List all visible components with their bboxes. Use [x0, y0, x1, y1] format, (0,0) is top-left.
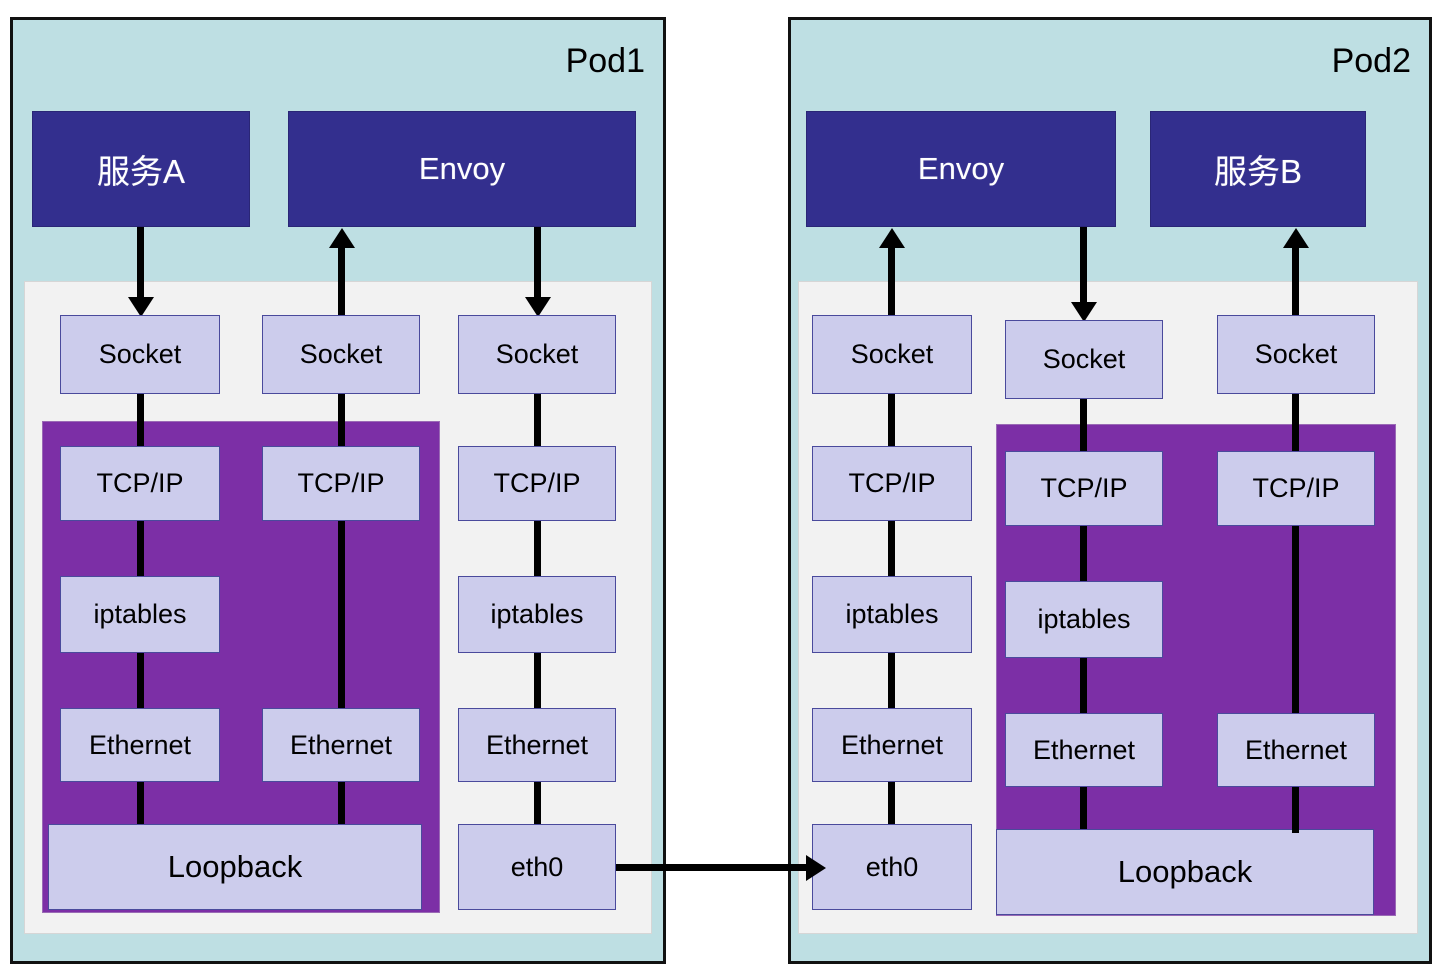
pod-2-title: Pod2	[1331, 42, 1411, 80]
p2c2-tcpip-box[interactable]: TCP/IP	[1005, 451, 1163, 526]
p2c3-tcpip-box[interactable]: TCP/IP	[1217, 451, 1375, 526]
arrow-socket-to-envoy-1-in-icon	[329, 228, 355, 248]
connector-p1c1-iptables-ethernet	[137, 652, 144, 709]
connector-p1c3-iptables-ethernet	[534, 652, 541, 709]
p2c2-iptables-box[interactable]: iptables	[1005, 581, 1163, 658]
arrow-envoy-1-out-to-socket-icon	[525, 297, 551, 317]
p1c2-tcpip-box[interactable]: TCP/IP	[262, 446, 420, 521]
connector-p2c3-ethernet-loopback	[1292, 786, 1299, 833]
p2c2-ethernet-box[interactable]: Ethernet	[1005, 713, 1163, 787]
pod-1-loopback-box[interactable]: Loopback	[48, 824, 422, 910]
p1c1-tcpip-box[interactable]: TCP/IP	[60, 446, 220, 521]
connector-p1c3-ethernet-eth0	[534, 781, 541, 828]
service-a-box[interactable]: 服务A	[32, 111, 250, 227]
connector-envoy-2-out-to-socket	[1080, 227, 1087, 308]
connector-p2c2-iptables-ethernet	[1080, 657, 1087, 714]
pod-2-eth0-box[interactable]: eth0	[812, 824, 972, 910]
p1c1-socket-box[interactable]: Socket	[60, 315, 220, 394]
p1c1-ethernet-box[interactable]: Ethernet	[60, 708, 220, 782]
connector-p2c2-socket-tcpip	[1080, 398, 1087, 452]
connector-p2c1-iptables-ethernet	[888, 652, 895, 709]
connector-p2c2-ethernet-loopback	[1080, 786, 1087, 833]
arrow-socket-to-envoy-2-in-icon	[879, 228, 905, 248]
envoy-1-box[interactable]: Envoy	[288, 111, 636, 227]
p1c3-ethernet-box[interactable]: Ethernet	[458, 708, 616, 782]
connector-p2c1-tcpip-iptables	[888, 520, 895, 576]
p1c3-tcpip-box[interactable]: TCP/IP	[458, 446, 616, 521]
connector-p1c3-tcpip-iptables	[534, 520, 541, 576]
connector-p1c1-tcpip-iptables	[137, 520, 144, 576]
p2c1-socket-box[interactable]: Socket	[812, 315, 972, 394]
p1c2-socket-box[interactable]: Socket	[262, 315, 420, 394]
p2c1-ethernet-box[interactable]: Ethernet	[812, 708, 972, 782]
p1c3-socket-box[interactable]: Socket	[458, 315, 616, 394]
pod-2-loopback-box[interactable]: Loopback	[996, 829, 1374, 915]
connector-p1c2-ethernet-loopback	[338, 781, 345, 828]
p2c1-iptables-box[interactable]: iptables	[812, 576, 972, 653]
p1c3-iptables-box[interactable]: iptables	[458, 576, 616, 653]
connector-p2c3-tcpip-ethernet	[1292, 525, 1299, 714]
connector-socket-to-service-b	[1292, 248, 1299, 323]
connector-p2c2-tcpip-iptables	[1080, 525, 1087, 581]
service-b-box[interactable]: 服务B	[1150, 111, 1366, 227]
connector-socket-to-envoy-1-in	[338, 248, 345, 323]
connector-p1c1-ethernet-loopback	[137, 781, 144, 828]
pod-1-title: Pod1	[565, 42, 645, 80]
connector-service-a-to-socket	[137, 227, 144, 303]
pod-1-eth0-box[interactable]: eth0	[458, 824, 616, 910]
connector-pod1-eth0-to-pod2-eth0	[616, 864, 816, 871]
arrow-pod1-to-pod2-icon	[806, 855, 826, 881]
envoy-2-box[interactable]: Envoy	[806, 111, 1116, 227]
arrow-envoy-2-out-to-socket-icon	[1071, 302, 1097, 322]
p2c2-socket-box[interactable]: Socket	[1005, 320, 1163, 399]
connector-envoy-1-out-to-socket	[534, 227, 541, 303]
connector-p2c1-socket-tcpip	[888, 393, 895, 447]
p1c2-ethernet-box[interactable]: Ethernet	[262, 708, 420, 782]
connector-p1c3-socket-tcpip	[534, 393, 541, 447]
p2c3-socket-box[interactable]: Socket	[1217, 315, 1375, 394]
arrow-socket-to-service-b-icon	[1283, 228, 1309, 248]
p2c1-tcpip-box[interactable]: TCP/IP	[812, 446, 972, 521]
p2c3-ethernet-box[interactable]: Ethernet	[1217, 713, 1375, 787]
connector-p1c2-tcpip-ethernet	[338, 520, 345, 709]
connector-socket-to-envoy-2-in	[888, 248, 895, 323]
connector-p1c2-socket-tcpip	[338, 393, 345, 447]
connector-p2c3-socket-tcpip	[1292, 393, 1299, 452]
connector-p1c1-socket-tcpip	[137, 393, 144, 447]
p1c1-iptables-box[interactable]: iptables	[60, 576, 220, 653]
arrow-service-a-to-socket-icon	[128, 297, 154, 317]
connector-p2c1-ethernet-eth0	[888, 781, 895, 828]
